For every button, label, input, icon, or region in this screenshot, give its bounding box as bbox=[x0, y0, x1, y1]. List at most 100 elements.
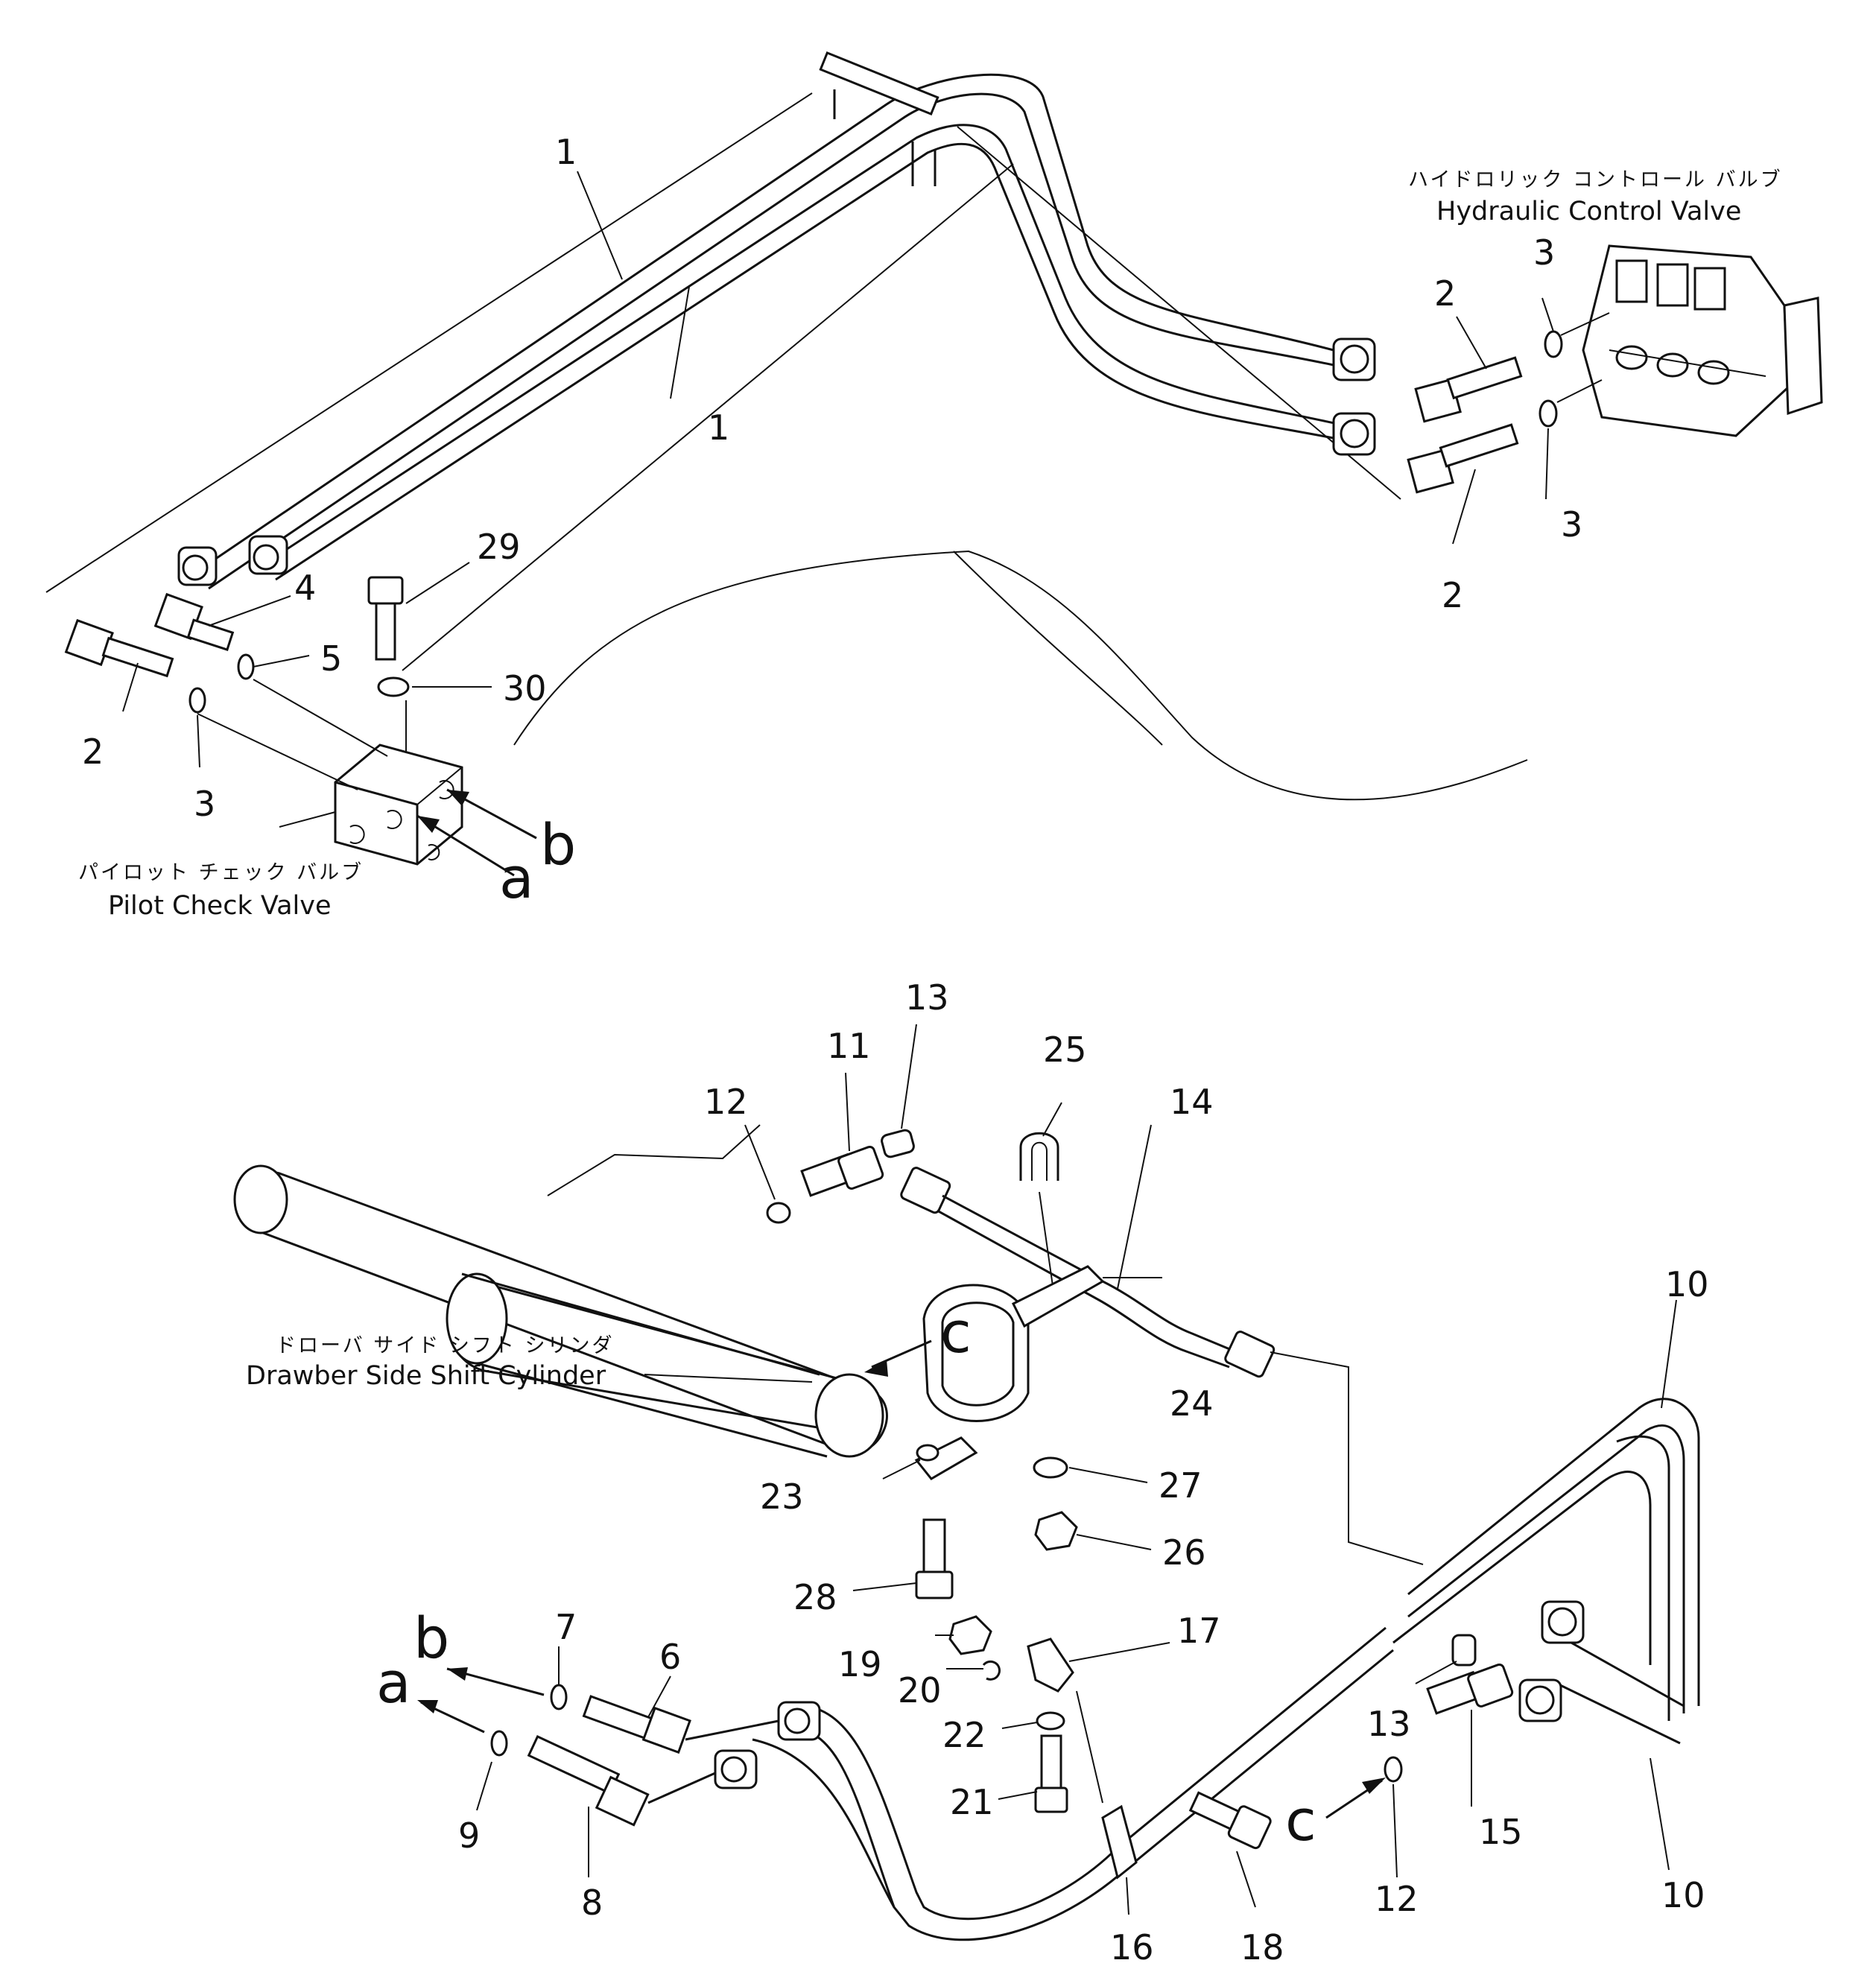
bolt-28-head bbox=[915, 1570, 954, 1599]
leader-line bbox=[1556, 379, 1603, 403]
nut-19 bbox=[948, 1615, 992, 1655]
plug-13 bbox=[881, 1129, 915, 1158]
hose-10-fitting bbox=[1525, 1685, 1555, 1715]
elbow-fitting-2 bbox=[64, 618, 114, 667]
part-label-15: 15 bbox=[1479, 1812, 1523, 1852]
elbow-fitting-4-body bbox=[186, 618, 235, 651]
hose-bracket bbox=[819, 51, 939, 116]
part-label-2: 2 bbox=[82, 732, 104, 772]
drawbar-cylinder-caption-jp: ドローバ サイド シフト シリンダ bbox=[276, 1334, 614, 1357]
part-label-13: 13 bbox=[1367, 1704, 1411, 1744]
u-bolt-25-inner bbox=[1031, 1141, 1048, 1181]
arrowhead bbox=[447, 1667, 468, 1681]
lower-tube bbox=[782, 1649, 1394, 1941]
part-label-3: 3 bbox=[1561, 504, 1582, 545]
tube-14 bbox=[937, 1209, 1230, 1369]
clamp-23-24 bbox=[914, 1265, 1105, 1480]
hydraulic-control-valve bbox=[1582, 244, 1823, 437]
clamp-16 bbox=[1101, 1804, 1138, 1880]
short-hose bbox=[647, 1772, 716, 1804]
elbow-fitting-2-body bbox=[1439, 423, 1519, 468]
hose-1-upper-inner bbox=[208, 92, 1334, 590]
o-ring-3 bbox=[188, 687, 206, 714]
part-label-29: 29 bbox=[477, 527, 521, 567]
pilot-check-valve-caption: Pilot Check Valve bbox=[108, 891, 331, 921]
bolt-21-head bbox=[1034, 1786, 1068, 1813]
fender-outline bbox=[513, 550, 1528, 801]
connection-letter-c: c bbox=[1285, 1787, 1316, 1854]
part-label-23: 23 bbox=[760, 1477, 804, 1517]
top-assembly bbox=[45, 51, 1823, 877]
nut-26 bbox=[1034, 1511, 1078, 1551]
bolt-29-head bbox=[367, 576, 404, 605]
top-leader-lines bbox=[122, 171, 1554, 768]
o-ring-7 bbox=[550, 1684, 568, 1710]
part-label-27: 27 bbox=[1159, 1465, 1202, 1506]
arrowhead bbox=[417, 1700, 438, 1713]
connection-letter-b: b bbox=[540, 811, 576, 878]
lower-tube-inner bbox=[752, 1738, 896, 1908]
hose-10-inner bbox=[1616, 1435, 1670, 1721]
fitting-8-elbow bbox=[595, 1775, 650, 1827]
washer-22 bbox=[1036, 1711, 1065, 1731]
hose-10-end bbox=[1564, 1637, 1685, 1707]
connection-letter-c: c bbox=[940, 1299, 972, 1366]
part-label-3: 3 bbox=[194, 784, 215, 824]
o-ring-5 bbox=[237, 653, 255, 680]
part-label-4: 4 bbox=[294, 568, 316, 608]
part-label-6: 6 bbox=[659, 1637, 681, 1677]
part-label-12: 12 bbox=[1375, 1879, 1419, 1919]
tube-end-fitting bbox=[784, 1707, 811, 1734]
short-hose bbox=[685, 1719, 779, 1741]
o-ring-9 bbox=[490, 1730, 508, 1757]
drawbar-cylinder-caption: Drawber Side Shift Cylinder bbox=[246, 1361, 606, 1391]
arrowhead bbox=[447, 790, 469, 806]
part-label-13: 13 bbox=[905, 977, 949, 1018]
tube-14-fitting bbox=[1224, 1331, 1276, 1378]
part-label-11: 11 bbox=[827, 1026, 871, 1066]
part-label-2: 2 bbox=[1434, 273, 1456, 314]
leader-line bbox=[1560, 312, 1610, 336]
hose-10 bbox=[1407, 1398, 1700, 1706]
pilot-check-valve-caption-jp: パイロット チェック バルブ bbox=[78, 861, 364, 884]
part-label-18: 18 bbox=[1240, 1927, 1284, 1966]
part-label-21: 21 bbox=[950, 1782, 994, 1822]
connection-letter-a: a bbox=[376, 1649, 411, 1716]
hose-end-fitting bbox=[253, 544, 279, 571]
part-label-17: 17 bbox=[1177, 1611, 1221, 1651]
part-label-22: 22 bbox=[942, 1715, 986, 1755]
connection-letter-a: a bbox=[499, 845, 534, 911]
part-label-24: 24 bbox=[1170, 1383, 1214, 1424]
arrowhead bbox=[1362, 1778, 1386, 1794]
connection-letter-b: b bbox=[413, 1605, 449, 1671]
u-bolt-25 bbox=[1019, 1132, 1059, 1181]
bottom-assembly bbox=[233, 1124, 1700, 1941]
frame-edge-line bbox=[45, 92, 813, 593]
part-label-1: 1 bbox=[555, 132, 577, 172]
frame-edge-line bbox=[402, 163, 1014, 671]
tube-14-nut bbox=[900, 1167, 951, 1214]
leader-line bbox=[253, 679, 388, 757]
part-label-1: 1 bbox=[708, 408, 729, 448]
elbow-fitting-2-body bbox=[101, 636, 174, 678]
tube-14 bbox=[942, 1194, 1238, 1354]
fitting-6-elbow bbox=[641, 1706, 691, 1754]
part-label-12: 12 bbox=[704, 1082, 748, 1122]
lower-tube bbox=[781, 1626, 1387, 1921]
fitting-8-body bbox=[527, 1734, 621, 1795]
washer-27 bbox=[1033, 1456, 1068, 1479]
leader-line bbox=[1076, 1690, 1103, 1804]
leader-line bbox=[644, 1374, 813, 1383]
bolt-29-shank bbox=[375, 602, 396, 661]
part-label-16: 16 bbox=[1110, 1927, 1154, 1966]
plug-13 bbox=[1451, 1634, 1477, 1667]
hose-10 bbox=[1407, 1424, 1685, 1713]
o-ring-3 bbox=[1538, 399, 1558, 428]
part-label-30: 30 bbox=[503, 668, 547, 708]
part-label-5: 5 bbox=[320, 638, 342, 679]
arrowhead bbox=[417, 816, 440, 833]
leader-line bbox=[197, 713, 358, 790]
hose-1-lower-inner bbox=[275, 142, 1342, 581]
elbow-fitting-2-body bbox=[1446, 356, 1523, 400]
